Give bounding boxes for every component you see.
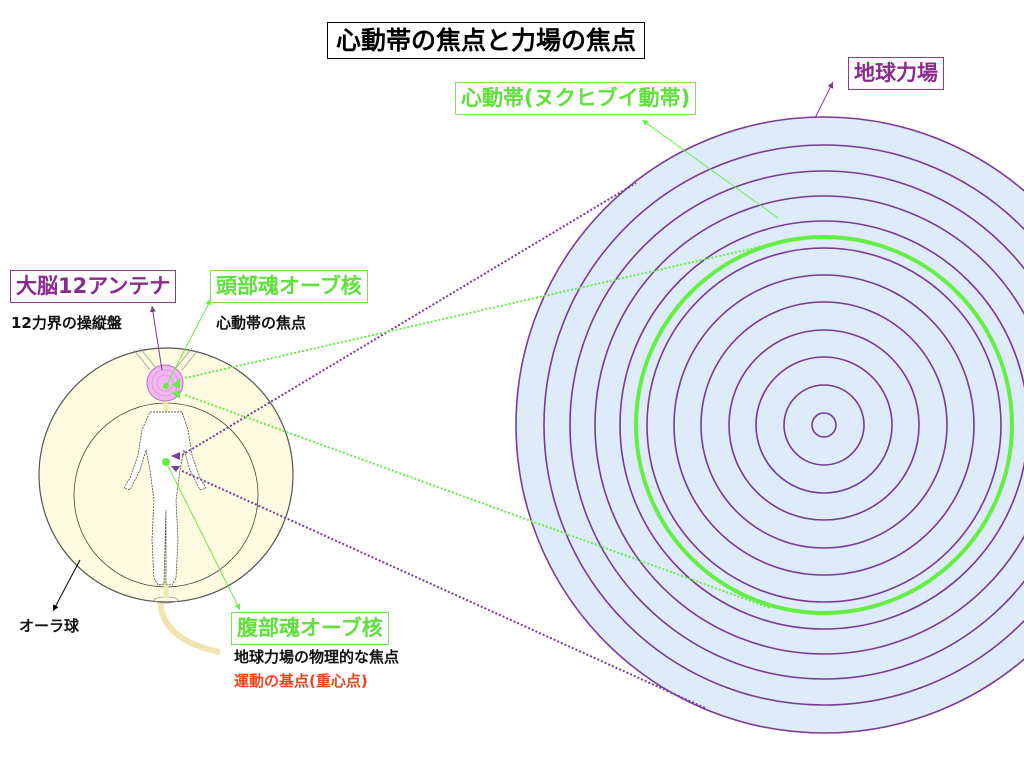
field-ring — [619, 220, 1024, 630]
belly-orb-sub2: 運動の基点(重心点) — [234, 672, 368, 690]
brain-antenna-sub: 12力界の操縦盤 — [11, 314, 122, 332]
heart-band-ring — [634, 235, 1014, 615]
heart-band-label: 心動帯(ヌクヒブイ動帯) — [455, 82, 697, 115]
field-ring — [569, 170, 1024, 680]
head-orb-label: 頭部魂オーブ核 — [210, 270, 368, 303]
head-orb — [146, 364, 184, 402]
field-ring — [700, 301, 948, 549]
head-orb-sub: 心動帯の焦点 — [216, 314, 307, 332]
belly-orb-sub1: 地球力場の物理的な焦点 — [234, 648, 400, 666]
field-ring — [783, 384, 865, 466]
field-ring — [673, 274, 975, 576]
field-ring — [646, 247, 1002, 603]
field-ring — [515, 116, 1024, 734]
field-ring — [811, 412, 837, 438]
field-ring — [755, 356, 893, 494]
field-ring — [543, 144, 1024, 706]
earth-force-field — [515, 116, 1024, 734]
brain-antenna-label: 大脳12アンテナ — [10, 270, 177, 303]
aura-sphere-label: オーラ球 — [19, 617, 80, 635]
page-title: 心動帯の焦点と力場の焦点 — [327, 22, 646, 59]
connector-lines — [52, 81, 834, 709]
field-background — [516, 117, 1024, 733]
earth-field-label: 地球力場 — [848, 57, 944, 90]
belly-orb-label: 腹部魂オーブ核 — [231, 612, 389, 645]
field-ring — [594, 195, 1024, 655]
field-ring — [728, 329, 920, 521]
human-figure — [123, 411, 207, 586]
